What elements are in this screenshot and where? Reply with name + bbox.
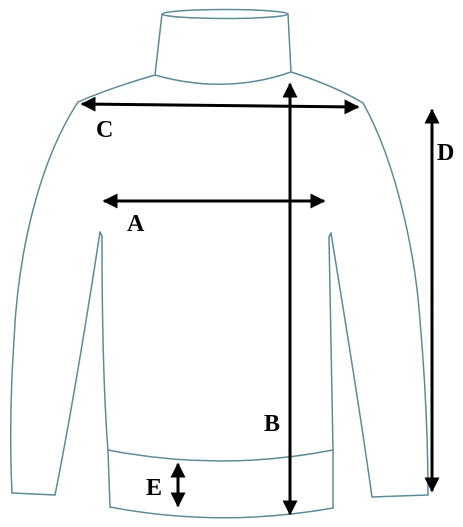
right-sleeve-inner	[330, 232, 373, 498]
label-c: C	[96, 117, 113, 143]
collar-base	[154, 71, 292, 85]
right-sleeve-outer	[362, 102, 429, 496]
collar-right-edge	[287, 13, 292, 73]
body-right-side	[328, 236, 334, 451]
label-e: E	[146, 475, 162, 501]
label-d: D	[437, 140, 454, 166]
body-left-side	[101, 235, 109, 451]
collar-top	[161, 8, 289, 20]
right-shoulder	[290, 71, 364, 104]
measurement-labels: C A B D E	[96, 117, 454, 501]
right-cuff	[371, 494, 429, 498]
hem-bottom	[109, 506, 334, 519]
collar-left-edge	[154, 13, 163, 76]
hem-left-side	[107, 449, 111, 508]
left-shoulder	[77, 74, 156, 103]
arrow-c-shoulder-width	[80, 96, 360, 115]
label-a: A	[127, 211, 145, 237]
measurement-arrows	[80, 82, 440, 516]
left-cuff	[11, 492, 56, 496]
label-b: B	[264, 411, 280, 437]
left-sleeve-inner	[54, 231, 101, 496]
hem-top	[107, 449, 334, 462]
left-sleeve-outer	[9, 101, 79, 494]
sweater-outline	[9, 8, 429, 519]
